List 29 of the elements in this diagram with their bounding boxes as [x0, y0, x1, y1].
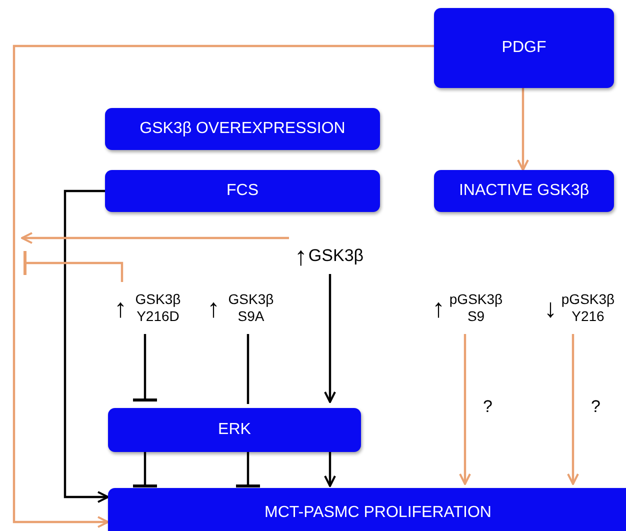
arrow — [567, 334, 579, 485]
inhibition-line — [132, 452, 158, 488]
arrow — [517, 88, 529, 171]
inhibition-line — [234, 452, 262, 488]
process-box: PDGF — [434, 8, 614, 88]
protein-label: pGSK3β Y216 — [560, 290, 616, 326]
arrow — [12, 44, 434, 528]
process-box: GSK3β OVEREXPRESSION — [105, 108, 380, 150]
direction-glyph: ↑ — [114, 295, 127, 321]
connector-line — [246, 334, 250, 404]
process-box: FCS — [105, 170, 380, 212]
protein-label: GSK3β — [308, 245, 364, 267]
process-box: MCT-PASMC PROLIFERATION — [108, 488, 626, 531]
arrow — [64, 190, 109, 503]
arrow — [324, 274, 336, 403]
direction-glyph: ↓ — [544, 295, 557, 321]
protein-label: GSK3β S9A — [227, 290, 275, 326]
process-box: ERK — [108, 408, 361, 452]
direction-glyph: ↑ — [207, 295, 220, 321]
direction-glyph: ↑ — [294, 243, 308, 269]
arrow — [459, 334, 471, 485]
protein-label: GSK3β Y216D — [134, 290, 182, 326]
arrow — [21, 232, 289, 244]
protein-label: pGSK3β S9 — [448, 290, 504, 326]
inhibition-line — [24, 250, 124, 282]
process-box: INACTIVE GSK3β — [434, 170, 614, 212]
direction-glyph: ↑ — [432, 295, 445, 321]
inhibition-line — [132, 334, 158, 402]
arrow — [324, 452, 336, 487]
